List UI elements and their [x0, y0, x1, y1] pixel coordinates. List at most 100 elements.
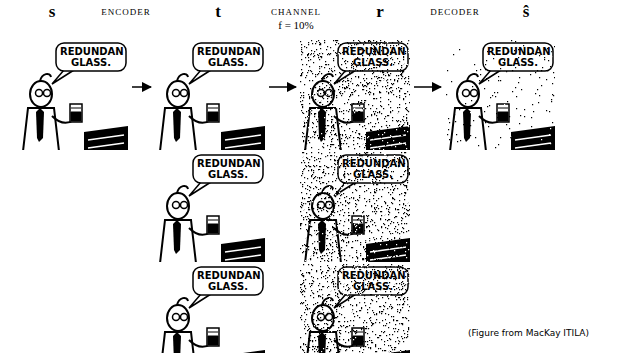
- flow-arrow: [269, 86, 296, 88]
- head-shape: [30, 81, 52, 107]
- glass-cup: [70, 104, 82, 122]
- curled-tie: [467, 74, 478, 81]
- bubble-tail: [189, 70, 211, 84]
- glass-cup: [207, 328, 219, 346]
- desk-shape: [511, 126, 555, 150]
- tie-shape: [173, 332, 181, 353]
- stage-label: t: [215, 2, 221, 22]
- glass-cup: [207, 216, 219, 234]
- bubble-tail: [52, 70, 74, 84]
- cartoon-panel: REDUNDAN GLASS.: [155, 264, 265, 353]
- glasses-lens: [181, 202, 188, 209]
- noise-white: [301, 264, 410, 353]
- glass-cup: [207, 104, 219, 122]
- tie-shape: [173, 108, 181, 142]
- head-shape: [167, 81, 189, 107]
- bubble-tail: [479, 70, 501, 84]
- glass-contents: [208, 108, 218, 121]
- speech-bubble: [193, 267, 263, 295]
- cartoon-panel: REDUNDAN GLASS.: [155, 152, 265, 262]
- glass-cup: [497, 104, 509, 122]
- cartoon-panel: REDUNDAN GLASS.: [300, 264, 410, 353]
- noise-black: [446, 40, 555, 148]
- noise-black: [300, 40, 410, 150]
- glass-contents: [71, 108, 81, 121]
- noise-black: [300, 264, 410, 353]
- stage-label: DECODER: [430, 7, 480, 17]
- glasses-lens: [44, 90, 51, 97]
- speech-text: REDUNDAN GLASS.: [197, 158, 259, 180]
- glasses-lens: [181, 90, 188, 97]
- glasses-lens: [326, 90, 333, 97]
- caption-note: (Figure from MacKay ITILA): [468, 328, 589, 338]
- glass-contents: [498, 108, 508, 121]
- glasses-lens: [326, 314, 333, 321]
- flow-arrow: [414, 86, 441, 88]
- stage-label: ENCODER: [101, 7, 151, 17]
- glasses-lens: [36, 90, 43, 97]
- speech-text: REDUNDAN GLASS.: [342, 270, 404, 292]
- bubble-tail: [189, 294, 211, 308]
- glasses-lens: [173, 90, 180, 97]
- desk-shape: [221, 350, 265, 353]
- glasses-lens: [181, 314, 188, 321]
- body-shape: [22, 108, 60, 150]
- speech-bubble: [338, 267, 408, 295]
- cartoon-panel: REDUNDAN GLASS.: [300, 40, 410, 150]
- stage-label: f = 10%: [278, 19, 314, 31]
- desk-lines: [225, 135, 261, 148]
- glasses-lens: [173, 202, 180, 209]
- curled-tie: [40, 74, 51, 81]
- speech-bubble: [483, 43, 553, 71]
- curled-tie: [322, 74, 333, 81]
- noise-white: [300, 40, 409, 150]
- desk-lines: [88, 135, 124, 148]
- body-shape: [159, 220, 197, 262]
- speech-bubble: [338, 43, 408, 71]
- stage-label: r: [376, 2, 384, 22]
- body-shape: [159, 108, 197, 150]
- head-shape: [167, 305, 189, 331]
- desk-lines: [225, 247, 261, 260]
- head-shape: [167, 193, 189, 219]
- stage-label: CHANNEL: [271, 7, 321, 17]
- cartoon-panel: REDUNDAN GLASS.: [300, 152, 410, 262]
- noise-white: [445, 40, 553, 149]
- speech-text: REDUNDAN GLASS.: [342, 158, 404, 180]
- speech-text: REDUNDAN GLASS.: [197, 46, 259, 68]
- curled-tie: [177, 186, 188, 193]
- speech-text: REDUNDAN GLASS.: [197, 270, 259, 292]
- glasses-lens: [173, 314, 180, 321]
- desk-lines: [515, 135, 551, 148]
- glass-contents: [208, 220, 218, 233]
- noise-white: [300, 152, 409, 262]
- stage-label: ŝ: [523, 2, 530, 22]
- desk-shape: [84, 126, 128, 150]
- noise-black: [300, 152, 410, 262]
- cartoon-panel: REDUNDAN GLASS.: [155, 40, 265, 150]
- speech-text: REDUNDAN GLASS.: [60, 46, 122, 68]
- desk-shape: [221, 126, 265, 150]
- speech-bubble: [193, 43, 263, 71]
- speech-text: REDUNDAN GLASS.: [342, 46, 404, 68]
- glasses-lens: [463, 90, 470, 97]
- curled-tie: [177, 74, 188, 81]
- speech-bubble: [56, 43, 126, 71]
- cartoon-panel: REDUNDAN GLASS.: [18, 40, 128, 150]
- speech-bubble: [193, 155, 263, 183]
- glasses-lens: [471, 90, 478, 97]
- speech-text: REDUNDAN GLASS.: [487, 46, 549, 68]
- speech-bubble: [338, 155, 408, 183]
- cartoon-panel: REDUNDAN GLASS.: [445, 40, 555, 150]
- glass-contents: [208, 332, 218, 345]
- tie-shape: [36, 108, 44, 142]
- desk-shape: [221, 238, 265, 262]
- stage-label: s: [49, 2, 56, 22]
- bubble-tail: [189, 182, 211, 196]
- head-shape: [457, 81, 479, 107]
- glass-contents: [353, 332, 363, 345]
- tie-shape: [173, 220, 181, 254]
- tie-shape: [463, 108, 471, 142]
- curled-tie: [177, 298, 188, 305]
- flow-arrow: [132, 86, 151, 88]
